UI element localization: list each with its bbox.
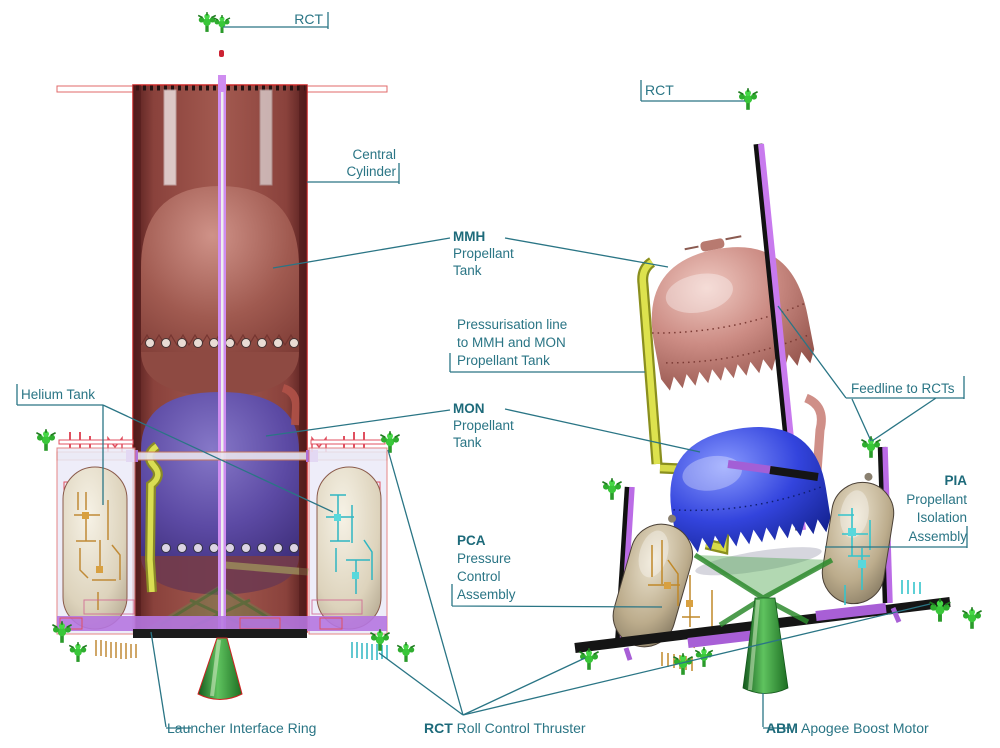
label-pressurisation-line: Pressurisation line to MMH and MON Prope…: [457, 317, 568, 368]
rct-thruster: [694, 646, 714, 668]
red-elbow-pipe: [281, 384, 301, 426]
pia-plumbing-cyan: [838, 508, 921, 605]
rct-thruster: [961, 606, 983, 630]
rct-thruster: [737, 87, 759, 111]
leader-lines: [16, 12, 968, 729]
leader-central-cylinder: [307, 163, 400, 184]
helium-tank-left: [62, 466, 128, 630]
leader-rct-right: [640, 80, 745, 102]
label-rct-top: RCT: [294, 11, 323, 27]
right-view: [574, 87, 983, 694]
mmh-tank-right: [651, 235, 815, 391]
label-pia: PIA Propellant Isolation Assembly: [906, 473, 967, 544]
label-rct-roll-control-thruster: RCT Roll Control Thruster: [424, 720, 586, 736]
rct-thruster: [35, 428, 57, 452]
leader-feedline: [777, 305, 965, 442]
label-pca: PCA Pressure Control Assembly: [457, 533, 516, 602]
mon-tank-right: [670, 427, 831, 576]
leader-helium: [16, 384, 334, 513]
helium-tank-right: [316, 466, 382, 630]
abm-nozzle-left: [197, 637, 243, 700]
inner-strip-left: [163, 89, 177, 186]
label-abm-apogee-boost-motor: ABM Apogee Boost Motor: [766, 720, 929, 736]
label-feedline-rcts: Feedline to RCTs: [851, 381, 955, 396]
left-view: [35, 11, 416, 700]
leader-pca: [451, 584, 663, 608]
leader-mon: [265, 408, 701, 453]
leader-mmh: [272, 237, 669, 269]
leader-pressurisation: [449, 353, 645, 373]
helium-tank-right-view-right: [821, 472, 895, 605]
gold-plumbing-left: [74, 492, 137, 659]
rct-thruster: [68, 641, 88, 663]
center-feedline: [218, 50, 226, 632]
crossbar-purple: [727, 460, 773, 474]
crossbar-black: [769, 466, 819, 481]
label-launcher-interface-ring: Launcher Interface Ring: [167, 720, 317, 736]
label-rct-right: RCT: [645, 82, 674, 98]
cyan-plumbing-right: [326, 494, 388, 660]
leader-rct-fan: [378, 449, 931, 716]
leader-rct-top: [223, 12, 329, 29]
rct-thruster: [197, 11, 217, 33]
leader-abm: [762, 693, 791, 729]
label-central-cylinder: Central Cylinder: [346, 147, 396, 179]
label-mon-propellant-tank: MON Propellant Tank: [453, 401, 514, 450]
label-mmh-propellant-tank: MMH Propellant Tank: [453, 229, 514, 278]
launcher-interface-ring: [57, 599, 387, 638]
leader-pia: [825, 526, 968, 548]
leader-launcher-ring: [150, 631, 191, 729]
abm-nozzle: [693, 552, 834, 694]
inner-strip-right: [259, 89, 273, 186]
rct-thruster: [396, 641, 416, 663]
rct-thruster: [213, 14, 231, 34]
rct-thruster: [601, 477, 623, 501]
label-helium-tank: Helium Tank: [21, 387, 96, 402]
tan-bar: [224, 561, 309, 576]
pink-pipe: [804, 393, 826, 473]
